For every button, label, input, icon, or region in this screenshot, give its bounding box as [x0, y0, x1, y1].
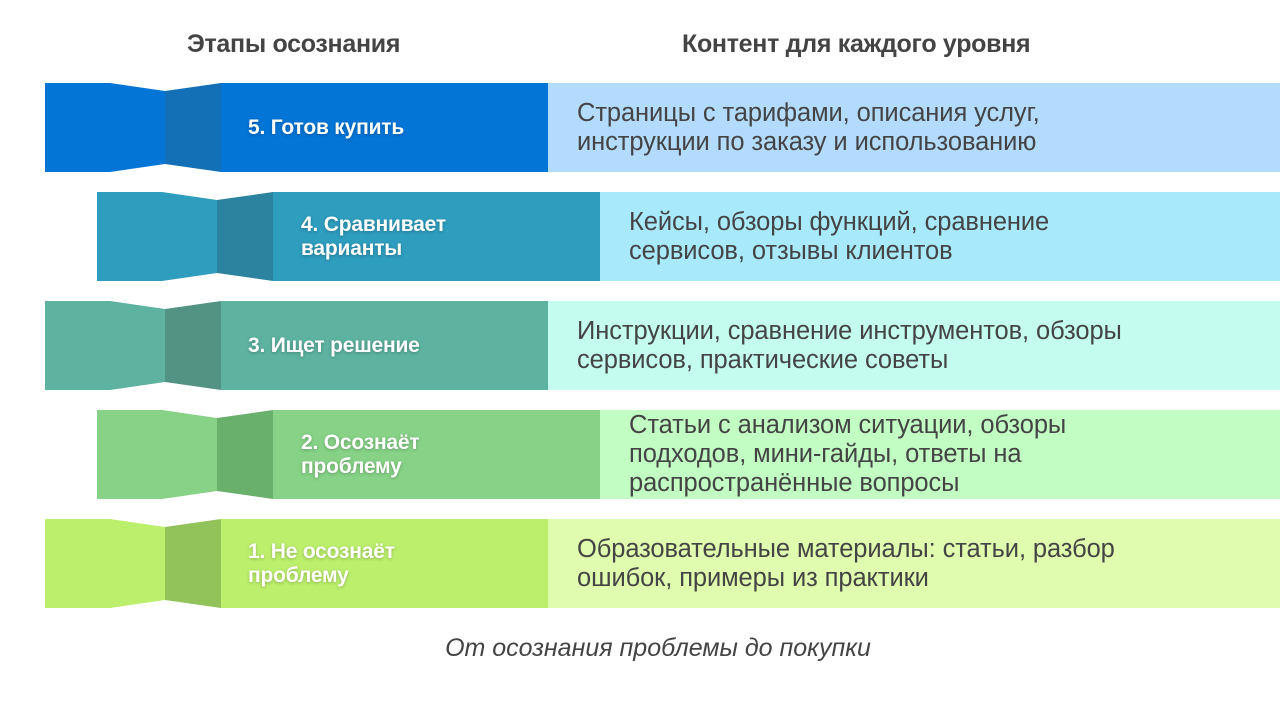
stage-4-content: Кейсы, обзоры функций, сравнение сервисо… [629, 192, 1249, 281]
stage-4-ribbon-shape [97, 192, 1280, 281]
stage-3-ribbon-shape [45, 301, 1280, 390]
stage-5-label: 5. Готов купить [248, 115, 405, 139]
stage-3-label: 3. Ищет решение [248, 333, 420, 357]
stage-3-content-text: Инструкции, сравнение инструментов, обзо… [577, 316, 1122, 374]
stage-2-ribbon-shape [97, 410, 1280, 499]
content-column-header: Контент для каждого уровня [682, 30, 1031, 58]
stage-2-content: Статьи с анализом ситуации, обзоры подхо… [629, 410, 1249, 499]
stage-4-label: 4. Сравнивает варианты [301, 192, 521, 281]
stage-1-content-text: Образовательные материалы: статьи, разбо… [577, 534, 1115, 592]
stage-row-5: 5. Готов купить Страницы с тарифами, опи… [45, 83, 1280, 172]
stages-column-header: Этапы осознания [187, 30, 401, 58]
stage-1-ribbon-shape [45, 519, 1280, 608]
stage-row-1: 1. Не осознаёт проблему Образовательные … [45, 519, 1280, 608]
stage-1-content: Образовательные материалы: статьи, разбо… [577, 519, 1257, 608]
stage-2-label: 2. Осознаёт проблему [301, 410, 491, 499]
stage-3-content: Инструкции, сравнение инструментов, обзо… [577, 301, 1257, 390]
stage-5-content-text: Страницы с тарифами, описания услуг, инс… [577, 98, 1040, 156]
stage-5-content: Страницы с тарифами, описания услуг, инс… [577, 83, 1257, 172]
diagram-caption: От осознания проблемы до покупки [445, 634, 871, 662]
stage-2-content-text: Статьи с анализом ситуации, обзоры подхо… [629, 411, 1067, 497]
stage-row-2: 2. Осознаёт проблему Статьи с анализом с… [97, 410, 1280, 499]
stage-4-content-text: Кейсы, обзоры функций, сравнение сервисо… [629, 207, 1050, 265]
stage-1-label: 1. Не осознаёт проблему [248, 519, 448, 608]
stage-2-label-text: 2. Осознаёт проблему [301, 430, 420, 478]
stage-5-ribbon-shape [45, 83, 1280, 172]
stage-1-label-text: 1. Не осознаёт проблему [248, 539, 395, 587]
stage-row-4: 4. Сравнивает варианты Кейсы, обзоры фун… [97, 192, 1280, 281]
stage-row-3: 3. Ищет решение Инструкции, сравнение ин… [45, 301, 1280, 390]
stage-4-label-text: 4. Сравнивает варианты [301, 212, 446, 260]
